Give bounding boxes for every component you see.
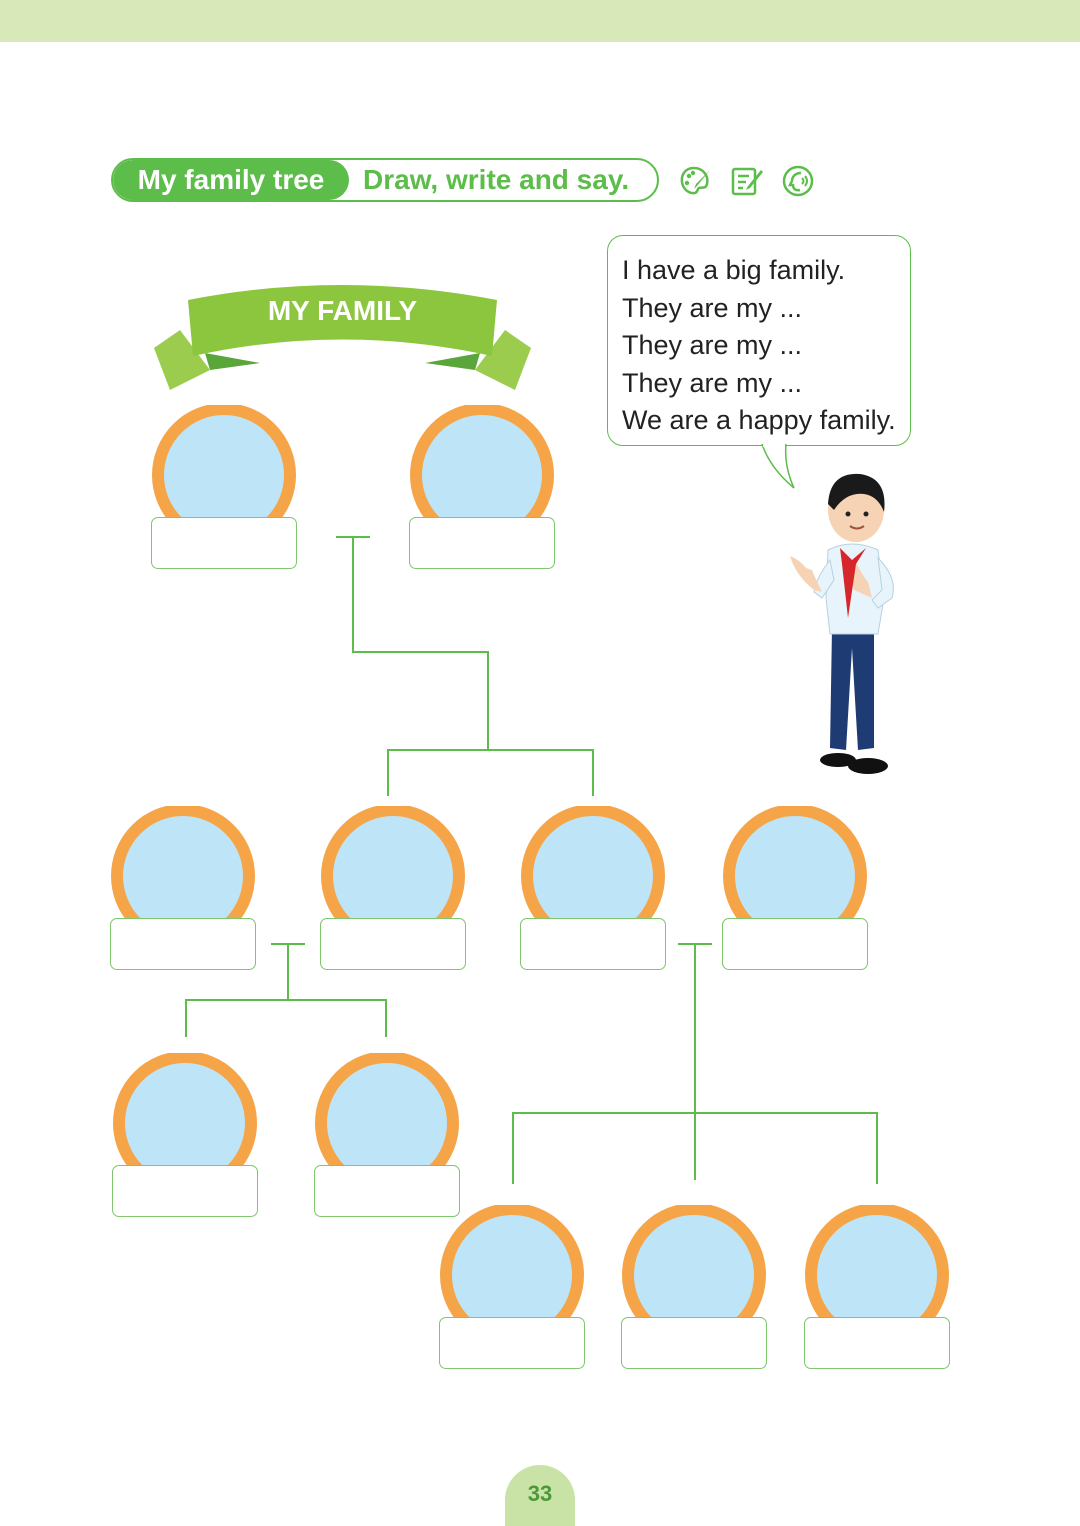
name-box[interactable] [409,517,555,569]
write-notepad-icon [731,167,763,196]
palette-brush-icon [680,166,710,195]
name-box[interactable] [112,1165,258,1217]
speak-icon [782,165,814,197]
family-member-gen3-right-1[interactable] [439,1205,585,1371]
name-box[interactable] [314,1165,460,1217]
bubble-line: They are my ... [622,367,803,398]
family-member-gen2-1[interactable] [110,806,256,972]
photo-frame[interactable] [722,806,868,926]
photo-frame[interactable] [439,1205,585,1325]
speech-bubble-tail [761,444,795,489]
family-member-gen2-2[interactable] [320,806,466,972]
family-member-gen3-right-2[interactable] [621,1205,767,1371]
name-box[interactable] [110,918,256,970]
speech-bubble: I have a big family. They are my ... The… [607,235,911,446]
photo-frame[interactable] [804,1205,950,1325]
photo-frame[interactable] [409,405,555,525]
bubble-line: I have a big family. [622,255,846,285]
activity-header: My family tree Draw, write and say. [111,158,659,202]
family-member-gen3-right-3[interactable] [804,1205,950,1371]
photo-frame[interactable] [621,1205,767,1325]
name-box[interactable] [621,1317,767,1369]
top-color-band [0,0,1080,42]
name-box[interactable] [151,517,297,569]
photo-frame[interactable] [314,1053,460,1173]
bubble-line: They are my ... [622,330,803,360]
family-member-gen2-4[interactable] [722,806,868,972]
name-box[interactable] [804,1317,950,1369]
name-box[interactable] [722,918,868,970]
family-member-grandparent-2[interactable] [409,405,555,571]
activity-title: My family tree [113,160,349,200]
family-member-gen3-left-1[interactable] [112,1053,258,1219]
photo-frame[interactable] [112,1053,258,1173]
name-box[interactable] [320,918,466,970]
name-box[interactable] [520,918,666,970]
photo-frame[interactable] [520,806,666,926]
banner-title: MY FAMILY [267,295,418,326]
family-member-gen3-left-2[interactable] [314,1053,460,1219]
photo-frame[interactable] [320,806,466,926]
photo-frame[interactable] [151,405,297,525]
name-box[interactable] [439,1317,585,1369]
my-family-ribbon [154,285,531,390]
family-member-gen2-3[interactable] [520,806,666,972]
activity-instruction: Draw, write and say. [363,164,630,195]
bubble-line: We are a happy family. [622,405,896,435]
page-number: 33 [505,1465,575,1526]
bubble-line: They are my ... [622,292,803,323]
family-member-grandparent-1[interactable] [151,405,297,571]
photo-frame[interactable] [110,806,256,926]
boy-illustration [790,473,894,774]
